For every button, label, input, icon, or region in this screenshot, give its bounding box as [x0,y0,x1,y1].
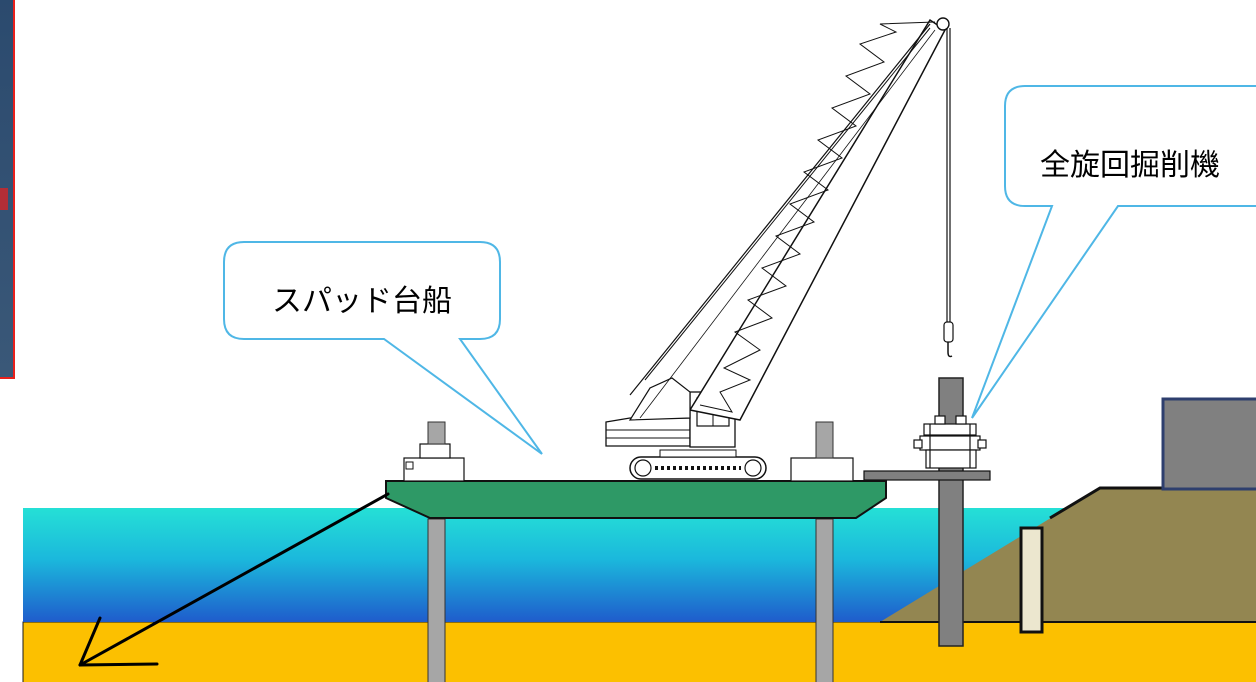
spud-tower-right [790,421,854,482]
spud-tower-left [403,421,465,482]
embankment [880,488,1256,622]
callout-excavator [971,85,1256,419]
callout-barge [223,241,543,455]
marker-post [1019,526,1044,634]
building [1161,397,1256,491]
barge-hull [385,480,887,519]
crawler-crane [605,17,954,480]
excavator-label: 全旋回掘削機 [1040,148,1220,183]
barge-move-arrow [78,492,390,667]
side-panel [0,0,15,379]
barge-label: スパッド台船 [272,284,452,319]
seabed [22,621,1256,682]
excavator-machine [913,415,987,469]
excavator-platform [863,470,991,481]
